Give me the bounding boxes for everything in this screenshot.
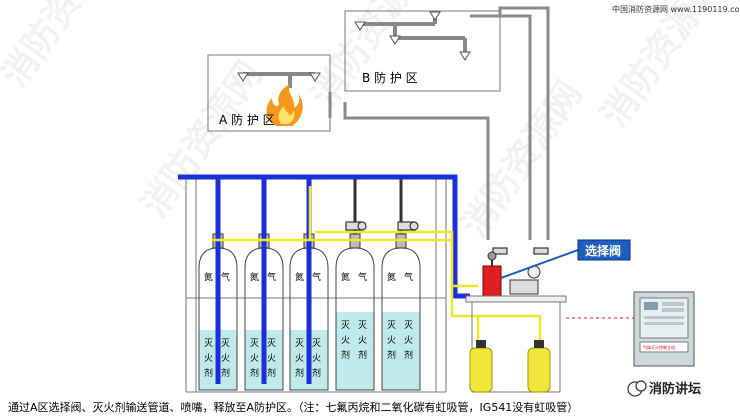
- cylinder-agent-label: 火: [250, 353, 259, 364]
- cylinder-agent-label: 火: [295, 353, 304, 364]
- cylinder-agent-label: 灭: [295, 338, 304, 349]
- fire-icon: [266, 84, 303, 126]
- pilot-cylinders: [469, 340, 551, 393]
- cylinder-gas-label: 气: [404, 271, 413, 283]
- selector-valve-callout-line: [500, 249, 579, 279]
- cylinder-rack: [185, 178, 447, 393]
- cylinder-bank: 氮气灭火剂灭火剂氮气灭火剂灭火剂氮气灭火剂灭火剂氮气灭火剂灭火剂氮气灭火剂灭火剂: [198, 179, 421, 391]
- caption-text: 通过A区选择阀、灭火剂输送管道、喷嘴，释放至A防护区。（注：七氟丙烷和二氧化碳有…: [8, 400, 578, 414]
- cylinder-agent-label: 火: [358, 335, 367, 346]
- cylinder-gas-label: 氮: [341, 271, 350, 283]
- cylinder-agent-label: 火: [341, 335, 350, 346]
- cylinder-agent-label: 灭: [387, 320, 396, 331]
- blue-collector-manifold: [178, 174, 470, 299]
- cylinder: 氮气灭火剂 灭火剂: [381, 179, 421, 391]
- brand-name: 消防讲坛: [649, 381, 701, 397]
- watermark-text: 消防资源网: [304, 0, 441, 115]
- cylinder-agent-label: 灭: [404, 320, 413, 331]
- cylinder-gas-label: 气: [358, 271, 367, 283]
- cylinder-agent-label: 火: [312, 353, 321, 364]
- cylinder-liquid: [382, 312, 420, 390]
- cylinder-agent-label: 剂: [267, 367, 276, 379]
- watermark-text: 消防资源网: [0, 0, 131, 95]
- selector-valve: [482, 251, 502, 297]
- hose-connectors: [345, 221, 549, 255]
- cylinder-agent-label: 剂: [341, 349, 350, 361]
- cylinder-agent-label: 剂: [404, 349, 413, 361]
- cylinder-agent-label: 灭: [312, 338, 321, 349]
- cylinder-gas-label: 氮: [250, 271, 259, 283]
- cylinder-agent-label: 火: [204, 353, 213, 364]
- cylinder-liquid: [336, 312, 374, 390]
- selector-valve-label: 选择阀: [585, 243, 621, 258]
- distribution-pipes: [328, 6, 550, 240]
- control-panel-label: 气体灭火控制主机: [643, 344, 675, 350]
- cylinder-gas-label: 气: [221, 271, 230, 283]
- watermark-layer: 消防资源网 消防资源网 消防资源网 消防资源网 消防资源网: [0, 0, 731, 245]
- cylinder-agent-label: 剂: [312, 367, 321, 379]
- zone-b-room: [344, 10, 501, 92]
- cylinder-agent-label: 灭: [358, 320, 367, 331]
- cylinder: 氮气灭火剂 灭火剂: [335, 179, 375, 391]
- selector-valve-callout: [577, 239, 631, 261]
- control-panel: 气体灭火控制主机: [633, 291, 695, 367]
- cylinder-gas-label: 氮: [204, 271, 213, 283]
- cylinder-agent-label: 火: [387, 335, 396, 346]
- cylinder-agent-label: 灭: [267, 338, 276, 349]
- cylinder-agent-label: 火: [221, 353, 230, 364]
- cylinder-agent-label: 剂: [204, 367, 213, 379]
- zone-a-nozzle-pipes: [243, 72, 315, 88]
- watermark-text: 消防资源网: [454, 74, 591, 245]
- cylinder-agent-label: 剂: [295, 367, 304, 379]
- zone-b-label: B 防 护 区: [362, 70, 418, 85]
- watermark-text: 消防资源网: [134, 54, 271, 225]
- zone-a-nozzles: [237, 72, 321, 82]
- zone-b-valve: [509, 265, 541, 295]
- cylinder-gas-label: 氮: [387, 271, 396, 283]
- watermark-text: 消防资源网: [594, 0, 731, 135]
- pilot-gas-pipes: [212, 186, 542, 356]
- source-site-text: 中国消防资源网 www.1190119.com: [612, 4, 740, 14]
- brand-logo: 消防讲坛: [627, 380, 701, 397]
- cylinder-agent-label: 剂: [358, 349, 367, 361]
- cylinder: 氮气灭火剂 灭火剂: [244, 179, 284, 391]
- cylinder-agent-label: 剂: [387, 349, 396, 361]
- zone-b-nozzles: [354, 11, 471, 61]
- cylinder: 氮气灭火剂 灭火剂: [198, 179, 238, 391]
- cylinder-agent-label: 剂: [221, 367, 230, 379]
- cylinder-agent-label: 灭: [341, 320, 350, 331]
- cylinder-agent-label: 灭: [204, 338, 213, 349]
- cylinder-gas-label: 气: [267, 271, 276, 283]
- cylinder-gas-label: 氮: [295, 271, 304, 283]
- cylinder-agent-label: 灭: [250, 338, 259, 349]
- cylinder-agent-label: 火: [404, 335, 413, 346]
- cylinder-agent-label: 剂: [250, 367, 259, 379]
- zone-a-label: A 防 护 区: [219, 112, 275, 127]
- cylinder-agent-label: 火: [267, 353, 276, 364]
- cylinder-gas-label: 气: [312, 271, 321, 283]
- cylinder-agent-label: 灭: [221, 338, 230, 349]
